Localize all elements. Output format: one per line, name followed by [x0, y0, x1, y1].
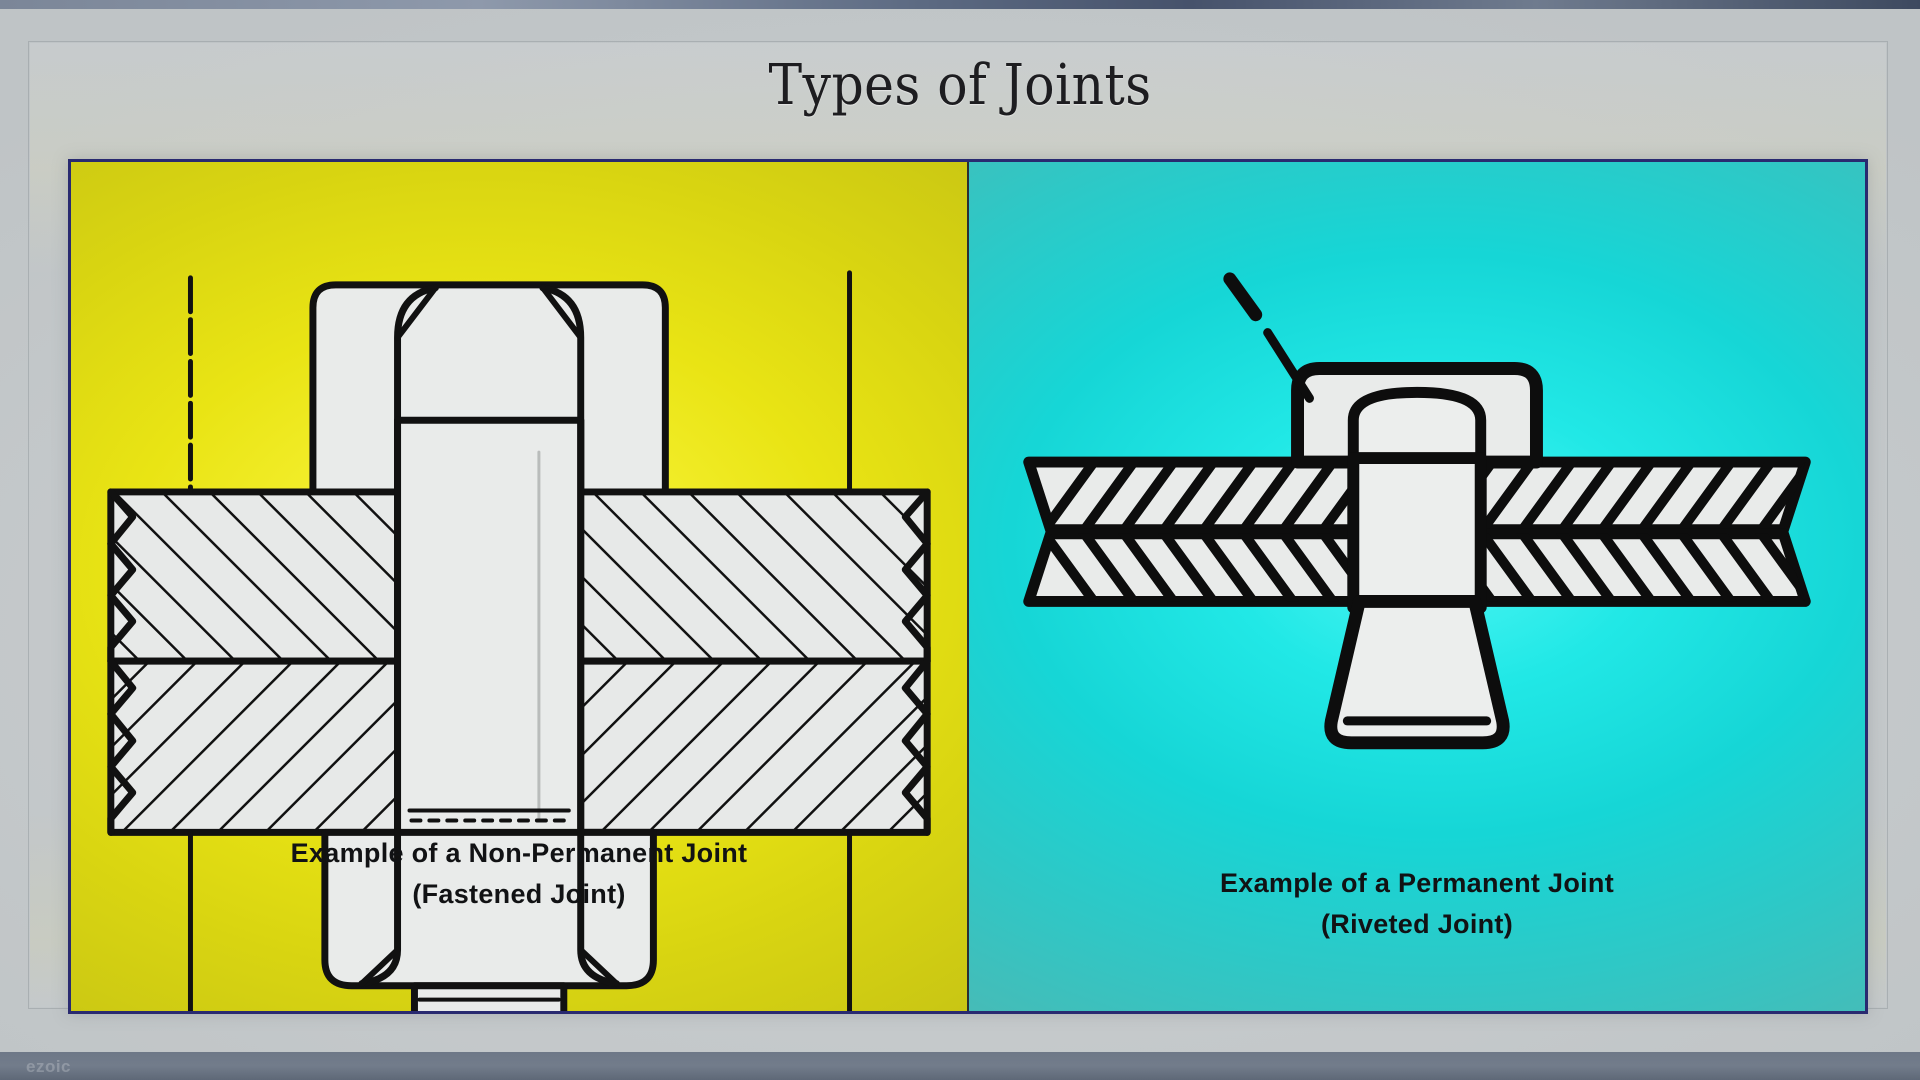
- thread-runout: [407, 808, 571, 823]
- caption-non-permanent-joint: Example of a Non-Permanent Joint (Fasten…: [71, 833, 967, 915]
- ezoic-watermark: ezoic: [26, 1057, 72, 1076]
- page-title: Types of Joints: [768, 53, 1152, 118]
- joints-comparison-board: Example of a Non-Permanent Joint (Fasten…: [68, 159, 1868, 1014]
- rivet-head: [1291, 362, 1543, 469]
- riveted-joint-diagram: [969, 162, 1865, 1011]
- leader-line: [1223, 272, 1314, 403]
- panel-permanent-joint: Example of a Permanent Joint (Riveted Jo…: [969, 162, 1865, 1011]
- upset-tail: [1324, 594, 1510, 750]
- bolted-joint-diagram: [71, 162, 967, 1011]
- video-top-bar: [0, 0, 1920, 9]
- caption-line-2: (Riveted Joint): [1320, 909, 1513, 939]
- bolt-shank: [394, 416, 585, 842]
- slide-page: Types of Joints: [0, 9, 1920, 1052]
- caption-line-2: (Fastened Joint): [412, 879, 626, 909]
- rivet-shank: [1347, 452, 1487, 614]
- plate-break-lines: [107, 488, 931, 836]
- panel-non-permanent-joint: Example of a Non-Permanent Joint (Fasten…: [71, 162, 969, 1011]
- hex-nut: [321, 828, 657, 990]
- caption-permanent-joint: Example of a Permanent Joint (Riveted Jo…: [969, 863, 1865, 945]
- caption-line-1: Example of a Non-Permanent Joint: [290, 838, 748, 868]
- video-bottom-bar: ezoic: [0, 1052, 1920, 1080]
- caption-line-1: Example of a Permanent Joint: [1219, 868, 1614, 898]
- threaded-bolt-end: [410, 982, 568, 1011]
